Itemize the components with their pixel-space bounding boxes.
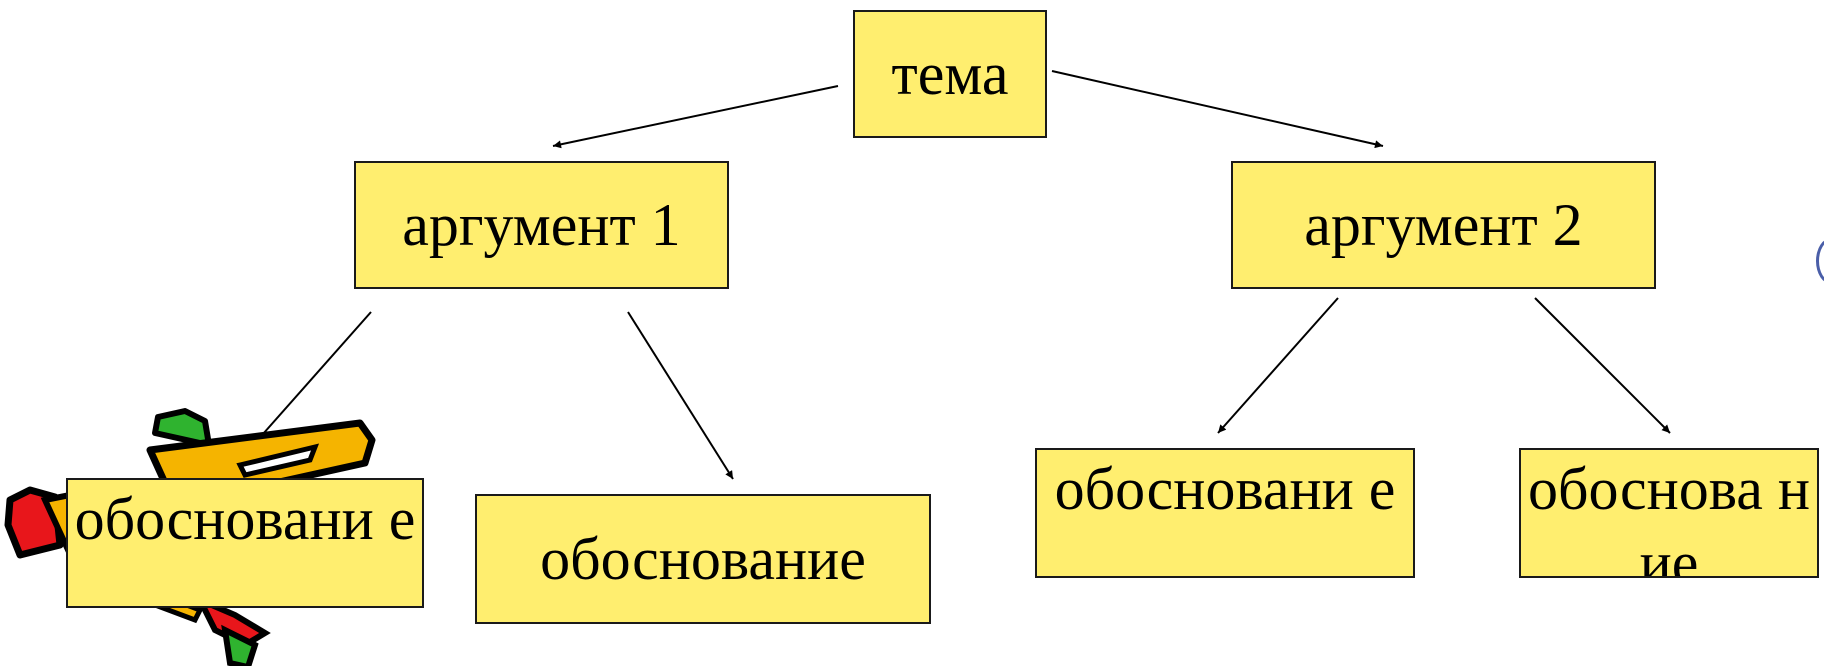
arrow-topic-to-argument-1 xyxy=(552,85,839,149)
arrow-argument-1-to-reason-1b xyxy=(627,311,734,480)
node-argument-1: аргумент 1 xyxy=(354,161,729,289)
node-reason-2b-label: обоснова ние xyxy=(1527,456,1811,578)
node-topic: тема xyxy=(853,10,1047,138)
node-topic-label: тема xyxy=(891,40,1009,107)
node-reason-1a-label: обосновани е xyxy=(74,486,416,552)
arrow-argument-1-to-reason-1a xyxy=(254,311,372,444)
arrow-topic-to-argument-2 xyxy=(1051,70,1384,149)
node-reason-2b: обоснова ние xyxy=(1519,448,1819,578)
node-argument-2: аргумент 2 xyxy=(1231,161,1656,289)
node-reason-1a: обосновани е xyxy=(66,478,424,608)
arrow-argument-2-to-reason-2b xyxy=(1534,297,1671,434)
node-argument-2-label: аргумент 2 xyxy=(1304,191,1583,258)
node-reason-1b: обоснование xyxy=(475,494,931,624)
arrow-argument-2-to-reason-2a xyxy=(1217,297,1339,434)
node-argument-1-label: аргумент 1 xyxy=(402,191,681,258)
node-reason-1b-label: обоснование xyxy=(540,525,866,592)
node-reason-2a: обосновани е xyxy=(1035,448,1415,578)
node-reason-2a-label: обосновани е xyxy=(1054,456,1396,522)
